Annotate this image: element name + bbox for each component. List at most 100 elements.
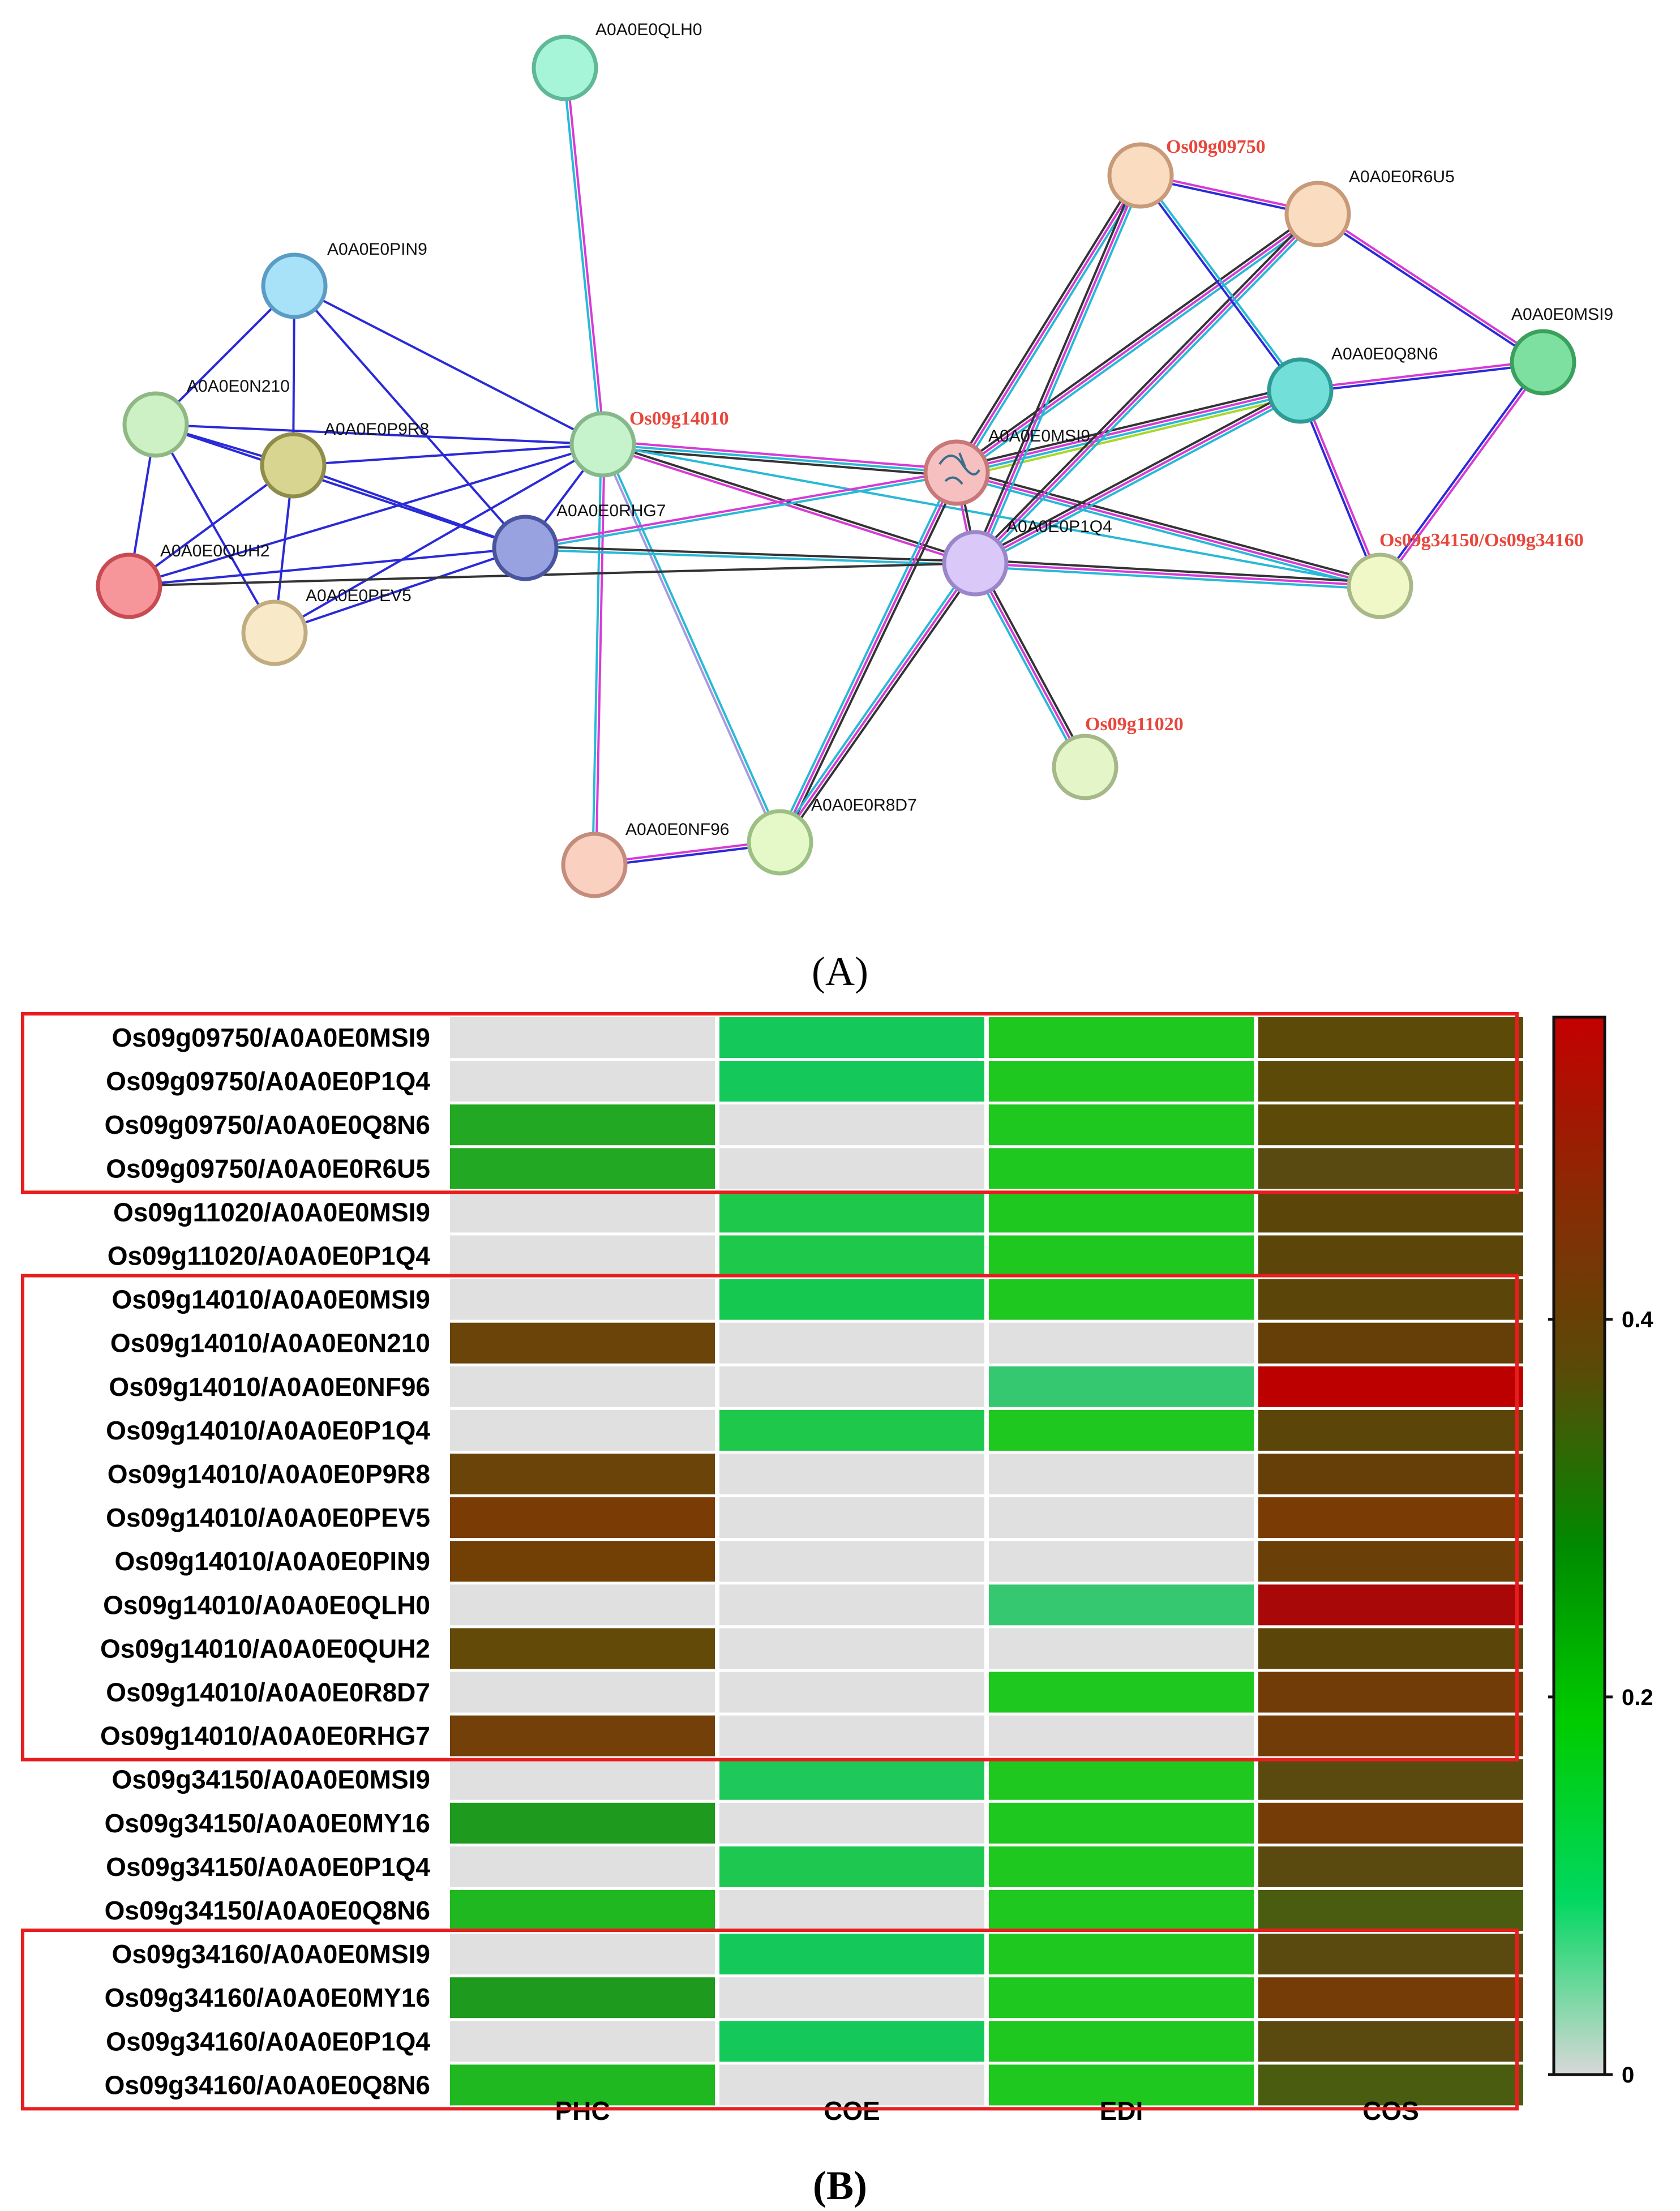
edge-quh2-rhg7 [128,547,526,587]
edge-p1q4-r6u5 [974,213,1319,564]
edge-p1q4-os11020 [974,563,1086,768]
heatmap-cell [1258,1802,1523,1844]
heatmap-cell [989,1235,1254,1276]
edge-os14010-msi9c [602,446,957,477]
node-label-os14010: Os09g14010 [629,408,729,429]
network-node-labels: A0A0E0QLH0A0A0E0PIN9A0A0E0N210A0A0E0P9R8… [160,20,1613,839]
heatmap-cell [450,1934,715,1975]
heatmap-column-label: COS [1362,2096,1419,2126]
heatmap-row-label: Os09g14010/A0A0E0PIN9 [115,1546,430,1576]
heatmap-cell [989,2021,1254,2062]
node-msi9r [1510,329,1576,396]
panel-a-letter: (A) [812,949,868,994]
heatmap-cell [1258,1715,1523,1756]
heatmap-cell [989,1934,1254,1975]
heatmap-cell [450,1890,715,1931]
heatmap-row-label: Os09g34160/A0A0E0MSI9 [112,1939,430,1969]
protein-structure-glyph [938,452,980,485]
edge-p1q4-q8n6 [973,386,1300,562]
heatmap-row-label: Os09g14010/A0A0E0QLH0 [103,1590,430,1619]
heatmap-cell [1258,1454,1523,1494]
node-label-os34150: Os09g34150/Os09g34160 [1379,530,1584,551]
node-pev5 [241,599,308,666]
node-p9r8 [260,432,327,499]
heatmap-row-label: Os09g14010/A0A0E0QUH2 [100,1634,430,1663]
heatmap-cell [719,1672,984,1713]
heatmap-row-label: Os09g14010/A0A0E0MSI9 [112,1285,430,1314]
edge-q8n6-msi9r [1300,359,1543,391]
heatmap-cell [989,1454,1254,1494]
edge-p1q4-os34150 [975,559,1381,584]
edge-p1q4-r8d7 [779,562,976,843]
heatmap-cell [1258,1104,1523,1146]
heatmap-cell [719,1497,984,1539]
heatmap-cell [450,1279,715,1320]
edge-p1q4-os34150 [975,565,1380,590]
edge-msi9r-os34150 [1377,361,1543,586]
heatmap-column-label: PHC [555,2096,610,2126]
heatmap-cell [450,2064,715,2106]
heatmap-row-label: Os09g34160/A0A0E0P1Q4 [106,2026,430,2056]
edge-msi9c-r6u5 [955,213,1319,474]
node-nf96 [561,832,628,898]
heatmap-cell [989,1715,1254,1756]
heatmap-cell [989,1366,1254,1407]
heatmap-grid [450,1017,1523,2106]
heatmap-cell [989,1497,1254,1539]
edge-msi9r-os34150 [1380,362,1546,588]
heatmap-cell [450,1322,715,1364]
edge-os14010-msi9c [603,440,957,471]
heatmap-cell [989,1192,1254,1233]
edge-os09750-q8n6 [1138,175,1300,392]
edge-qlh0-os14010 [562,68,603,445]
heatmap-cell [989,1541,1254,1582]
edge-os14010-r8d7 [603,443,783,842]
heatmap-cell [1258,1759,1523,1800]
node-label-rhg7: A0A0E0RHG7 [556,502,666,520]
node-label-msi9c: A0A0E0MSI9 [988,427,1090,445]
heatmap-cell [989,1890,1254,1931]
edge-q8n6-os34150 [1297,391,1380,587]
heatmap-cell [450,1192,715,1233]
node-label-n210: A0A0E0N210 [187,377,290,396]
edge-os09750-q8n6 [1141,174,1303,391]
colorbar: 00.20.4 [1548,1015,1653,2088]
highlight-boxes [21,1012,1519,2111]
heatmap-cell [450,2021,715,2062]
node-label-p1q4: A0A0E0P1Q4 [1006,517,1112,536]
network-diagram: A0A0E0QLH0A0A0E0PIN9A0A0E0N210A0A0E0P9R8… [96,20,1613,994]
heatmap-cell [1258,1235,1523,1276]
heatmap-cell [1258,1148,1523,1189]
edge-rhg7-msi9c [525,470,957,548]
edge-msi9c-q8n6 [955,384,1300,469]
heatmap-cell [450,1409,715,1451]
heatmap-cell [450,1672,715,1713]
edge-msi9c-r8d7 [775,470,955,842]
heatmap-column-label: COE [824,2096,880,2126]
heatmap-row-label: Os09g34150/A0A0E0MSI9 [112,1765,430,1794]
heatmap-cell [989,1017,1254,1058]
edge-q8n6-os34150 [1300,389,1383,586]
edge-pev5-rhg7 [274,547,526,634]
heatmap-cell [719,1759,984,1800]
heatmap-cell [450,1061,715,1102]
edge-msi9c-os09750 [958,177,1145,475]
node-pin9 [261,252,328,319]
heatmap-row-label: Os09g09750/A0A0E0MSI9 [112,1023,430,1052]
node-qlh0 [532,35,598,101]
heatmap-cell [719,1977,984,2019]
node-os11020 [1052,734,1118,800]
panel-b-letter: (B) [813,2163,867,2208]
heatmap-cell [1258,1672,1523,1713]
heatmap-cell [450,1235,715,1276]
heatmap-cell [719,1541,984,1582]
edge-p9r8-rhg7 [293,464,526,549]
heatmap-cell [450,1017,715,1058]
heatmap-cell [989,1584,1254,1626]
node-quh2 [96,552,162,619]
colorbar-tick-label: 0.4 [1622,1308,1653,1332]
edge-os14010-p1q4 [602,444,975,566]
heatmap-cell [989,1802,1254,1844]
heatmap-cell [719,1454,984,1494]
edge-p1q4-quh2 [128,562,976,587]
